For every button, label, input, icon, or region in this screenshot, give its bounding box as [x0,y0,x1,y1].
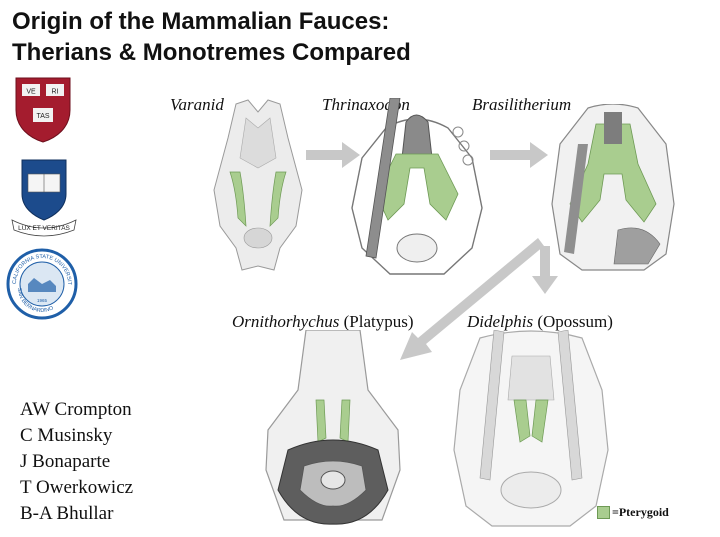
brasilitherium-skull [551,104,675,271]
arrow-brasilitherium-to-didelphis [532,246,558,294]
varanid-skull [213,99,303,271]
label-ornithorhychus: Ornithorhychus (Platypus) [232,312,414,331]
varanid-pterygoid-right [269,171,287,227]
brasilitherium-pterygoid [569,123,657,223]
label-varanid: Varanid [170,95,224,114]
ornithorhychus-pterygoid-right [339,399,351,443]
author-2: C Musinsky [20,425,113,446]
thrinaxodon-pterygoid [375,153,459,221]
didelphis-skull [453,330,609,527]
didelphis-pterygoid-right [531,399,549,443]
didelphis-pterygoid-left [513,399,531,443]
arrow-brasilitherium-to-ornithorhychus [400,238,544,360]
legend: =Pterygoid [597,505,669,520]
harvard-logo: VE RI TAS [15,77,71,143]
title-line-2: Therians & Monotremes Compared [12,39,411,66]
arrow-thrinaxodon-to-brasilitherium [490,142,548,168]
varanid-pterygoid-left [229,171,247,227]
yale-logo: LUX ET VERITAS [11,159,77,237]
author-1: AW Crompton [20,399,132,420]
ornithorhychus-pterygoid-left [315,399,327,443]
legend-pterygoid-label: =Pterygoid [612,505,669,519]
thrinaxodon-skull [351,98,483,275]
csusb-logo: CALIFORNIA STATE UNIVERSITY SAN BERNARDI… [6,248,78,320]
title-line-1: Origin of the Mammalian Fauces: [12,8,390,35]
legend-pterygoid-swatch [597,506,610,519]
harvard-shield-text-1: VE [26,89,36,96]
author-3: J Bonaparte [20,451,111,472]
label-didelphis: Didelphis (Opossum) [467,312,613,331]
yale-banner-text: LUX ET VERITAS [18,225,70,232]
author-5: B-A Bhullar [20,503,114,524]
csusb-year: 1965 [37,298,48,303]
page-title: Origin of the Mammalian Fauces: Therians… [12,6,411,68]
harvard-shield-text-2: RI [52,89,59,96]
arrow-varanid-to-thrinaxodon [306,142,360,168]
ornithorhychus-skull [265,330,401,525]
author-4: T Owerkowicz [20,477,134,498]
label-thrinaxodon: Thrinaxodon [322,95,410,114]
harvard-shield-text-3: TAS [36,113,49,120]
label-brasilitherium: Brasilitherium [472,95,572,114]
author-list: AW Crompton C Musinsky J Bonaparte T Owe… [20,397,133,527]
